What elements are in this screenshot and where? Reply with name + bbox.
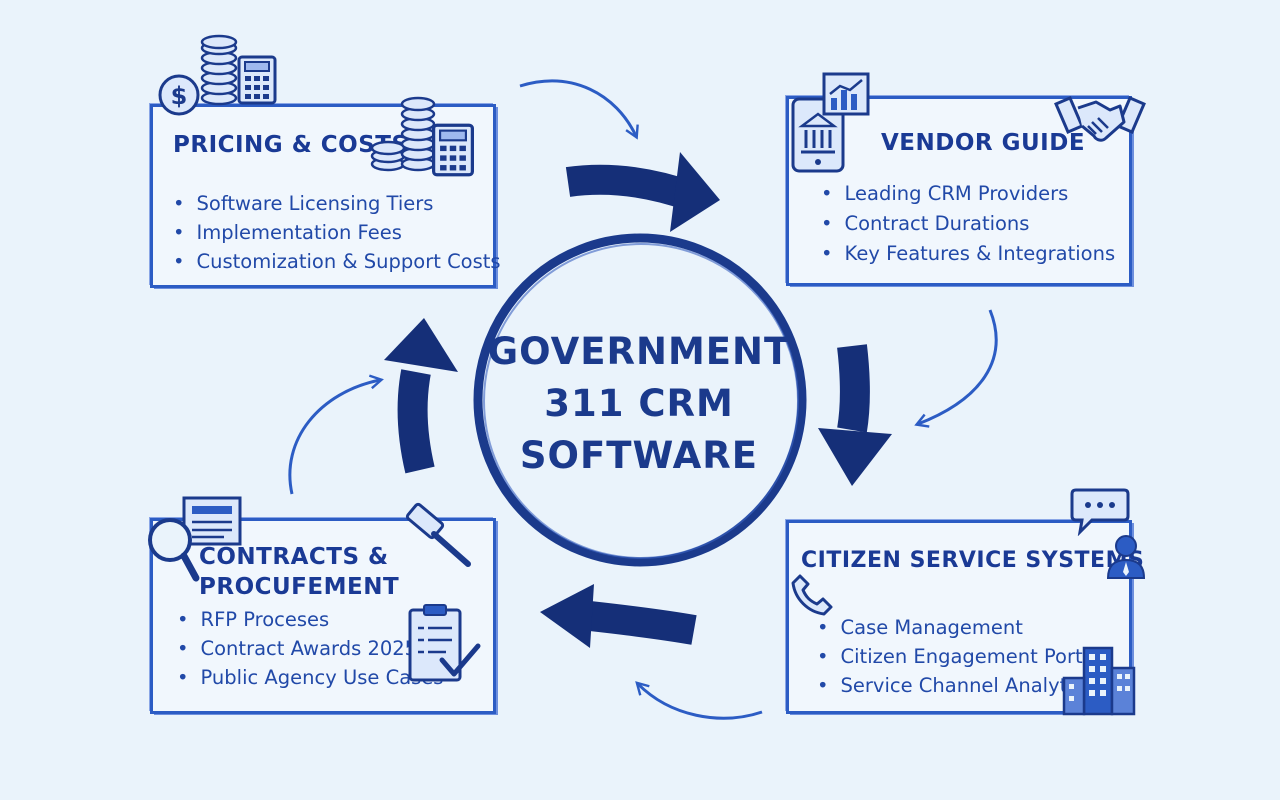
center-title-line-1: GOVERNMENT (487, 330, 791, 373)
citizen-panel-title: CITIZEN SERVICE SYSTEMS (801, 548, 1145, 573)
center-title: GOVERNMENT 311 CRM SOFTWARE (480, 326, 798, 482)
arrow-right-down-bold (818, 344, 892, 486)
bar-chart-icon (822, 72, 870, 116)
document-magnifier-icon (148, 496, 242, 582)
handshake-icon (1054, 96, 1146, 142)
person-icon (1106, 535, 1146, 579)
city-buildings-icon (1062, 646, 1136, 716)
pricing-panel: PRICING & COSTS Software Licensing Tiers… (150, 104, 501, 288)
vendor-bullet-3: Key Features & Integrations (821, 239, 1116, 269)
arrow-top-right-bold (565, 152, 720, 232)
vendor-bullet-1: Leading CRM Providers (821, 179, 1115, 209)
vendor-panel-title: VENDOR GUIDE (881, 130, 1086, 156)
center-title-line-3: SOFTWARE (519, 434, 759, 477)
speech-bubble-icon (1070, 488, 1130, 536)
pricing-bullet-2: Implementation Fees (173, 218, 501, 247)
pricing-bullet-1: Software Licensing Tiers (173, 189, 501, 218)
arrow-left-thin (288, 374, 384, 495)
calculator-icon (237, 55, 277, 105)
checklist-clipboard-icon (408, 604, 481, 682)
arrow-bottom-left-bold (540, 584, 697, 648)
arrow-left-up-bold (384, 318, 458, 474)
citizen-bullet-1: Case Management (817, 613, 1110, 642)
gavel-icon (405, 502, 471, 567)
bank-tablet-icon (791, 97, 845, 173)
calculator-icon (432, 123, 474, 177)
contracts-panel-title-line-1: CONTRACTS & (199, 544, 389, 570)
pricing-bullet-list: Software Licensing Tiers Implementation … (173, 189, 501, 276)
pricing-panel-title: PRICING & COSTS (173, 132, 409, 158)
citizen-bullet-list: Case Management Citizen Engagement Porta… (817, 613, 1111, 700)
coin-stack-icon (200, 34, 238, 106)
arrow-right-thin (914, 309, 998, 428)
arrow-bottom-thin (635, 681, 763, 720)
svg-text:$: $ (171, 82, 188, 110)
contracts-bullet-1: RFP Proceses (177, 605, 443, 634)
center-title-line-2: 311 CRM (544, 382, 734, 425)
contracts-panel-title-line-2: PROCUFEMENT (199, 574, 400, 600)
contracts-bullet-list: RFP Proceses Contract Awards 2025 Public… (177, 605, 444, 692)
arrow-top-thin (519, 79, 639, 140)
vendor-bullet-list: Leading CRM Providers Contract Durations… (821, 179, 1116, 269)
vendor-bullet-2: Contract Durations (821, 209, 1115, 239)
pricing-bullet-3: Customization & Support Costs (173, 247, 501, 276)
contracts-panel: CONTRACTS & PROCUFEMENT RFP Proceses Con… (150, 518, 496, 714)
coin-stack-icon (370, 96, 436, 172)
citizen-bullet-3: Service Channel Analytics (817, 671, 1110, 700)
dollar-coin-icon: $ (158, 74, 200, 116)
contracts-bullet-2: Contract Awards 2025 (177, 634, 443, 663)
phone-icon (791, 574, 833, 616)
contracts-bullet-3: Public Agency Use Cases (177, 663, 444, 692)
citizen-bullet-2: Citizen Engagement Portals (817, 642, 1111, 671)
center-circle (473, 233, 807, 567)
